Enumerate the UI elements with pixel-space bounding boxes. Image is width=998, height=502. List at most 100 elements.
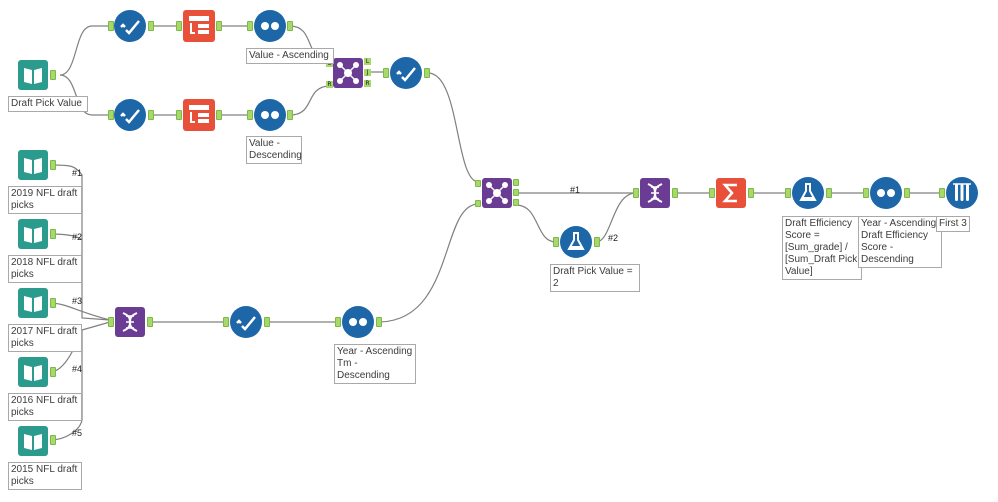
input-anchor[interactable] xyxy=(247,21,253,31)
label-year-tm-sort: Year - Ascending Tm - Descending xyxy=(334,344,416,384)
sort-tool-value-ascending[interactable] xyxy=(254,10,286,42)
input-anchor[interactable] xyxy=(108,317,114,327)
label-value-ascending: Value - Ascending xyxy=(246,48,334,64)
join-icon xyxy=(333,58,363,88)
label-value-descending: Value - Descending xyxy=(246,136,302,164)
output-anchor[interactable] xyxy=(147,317,153,327)
wire-label-union-2: #2 xyxy=(72,232,83,242)
output-anchor[interactable] xyxy=(376,317,382,327)
select-tool-lower[interactable] xyxy=(114,99,146,131)
input-anchor[interactable] xyxy=(223,317,229,327)
input-anchor[interactable] xyxy=(633,188,639,198)
join-right-input-port[interactable]: R xyxy=(326,81,333,88)
input-anchor[interactable] xyxy=(335,317,341,327)
record-id-icon xyxy=(183,10,215,42)
formula-tool-efficiency[interactable] xyxy=(792,177,824,209)
select-tool-upper[interactable] xyxy=(114,10,146,42)
input-anchor[interactable] xyxy=(553,237,559,247)
output-anchor[interactable] xyxy=(424,68,430,78)
input-anchor[interactable] xyxy=(939,188,945,198)
input-tool-2018[interactable] xyxy=(18,219,48,249)
wire xyxy=(427,72,479,183)
label-2016-picks: 2016 NFL draft picks xyxy=(8,393,82,421)
output-anchor[interactable] xyxy=(148,110,154,120)
join-join-output-anchor[interactable] xyxy=(513,189,519,196)
join-tool-upper[interactable] xyxy=(333,58,363,88)
output-anchor[interactable] xyxy=(50,70,56,80)
output-anchor[interactable] xyxy=(287,110,293,120)
sort-tool-value-descending[interactable] xyxy=(254,99,286,131)
output-anchor[interactable] xyxy=(50,160,56,170)
sigma-icon xyxy=(716,178,746,208)
book-icon xyxy=(18,150,48,180)
input-anchor[interactable] xyxy=(247,110,253,120)
book-icon xyxy=(18,426,48,456)
wire xyxy=(377,203,479,323)
join-join-output-port[interactable]: J xyxy=(364,69,371,76)
checkmark-icon xyxy=(230,306,262,338)
input-anchor[interactable] xyxy=(863,188,869,198)
output-anchor[interactable] xyxy=(50,367,56,377)
output-anchor[interactable] xyxy=(264,317,270,327)
join-left-output-port[interactable]: L xyxy=(364,58,371,65)
input-tool-2016[interactable] xyxy=(18,357,48,387)
output-anchor[interactable] xyxy=(748,188,754,198)
union-tool-right[interactable] xyxy=(640,178,670,208)
output-anchor[interactable] xyxy=(216,110,222,120)
input-anchor[interactable] xyxy=(108,21,114,31)
output-anchor[interactable] xyxy=(216,21,222,31)
join-right-input-anchor[interactable] xyxy=(475,200,481,207)
input-tool-2019[interactable] xyxy=(18,150,48,180)
output-anchor[interactable] xyxy=(672,188,678,198)
test-tubes-icon xyxy=(946,177,978,209)
wire-label-join-1: #1 xyxy=(570,185,581,195)
join-left-input-anchor[interactable] xyxy=(475,180,481,187)
output-anchor[interactable] xyxy=(148,21,154,31)
join-tool-lower[interactable] xyxy=(482,178,512,208)
output-anchor[interactable] xyxy=(287,21,293,31)
output-anchor[interactable] xyxy=(50,435,56,445)
wire xyxy=(289,85,329,116)
wire-label-join-2: #2 xyxy=(608,233,619,243)
label-2019-picks: 2019 NFL draft picks xyxy=(8,186,82,214)
book-icon xyxy=(18,60,48,90)
output-anchor[interactable] xyxy=(904,188,910,198)
sample-tool-first-3[interactable] xyxy=(946,177,978,209)
input-tool-2015[interactable] xyxy=(18,426,48,456)
label-2017-picks: 2017 NFL draft picks xyxy=(8,324,82,352)
label-draft-pick-value: Draft Pick Value xyxy=(8,96,88,112)
union-tool[interactable] xyxy=(115,307,145,337)
label-2015-picks: 2015 NFL draft picks xyxy=(8,462,82,490)
label-first-3: First 3 xyxy=(936,216,970,232)
record-id-tool-lower[interactable] xyxy=(183,99,215,131)
input-anchor[interactable] xyxy=(709,188,715,198)
input-anchor[interactable] xyxy=(108,110,114,120)
output-anchor[interactable] xyxy=(826,188,832,198)
summarize-tool[interactable] xyxy=(716,178,746,208)
input-anchor[interactable] xyxy=(176,110,182,120)
output-anchor[interactable] xyxy=(50,229,56,239)
sort-tool-year-efficiency[interactable] xyxy=(870,177,902,209)
checkmark-icon xyxy=(114,10,146,42)
join-icon xyxy=(482,178,512,208)
input-tool-2017[interactable] xyxy=(18,288,48,318)
input-anchor[interactable] xyxy=(785,188,791,198)
join-right-output-anchor[interactable] xyxy=(513,199,519,206)
input-tool-draft-pick-value[interactable] xyxy=(18,60,48,90)
record-id-icon xyxy=(183,99,215,131)
output-anchor[interactable] xyxy=(50,298,56,308)
checkmark-icon xyxy=(114,99,146,131)
join-left-output-anchor[interactable] xyxy=(513,179,519,186)
output-anchor[interactable] xyxy=(594,237,600,247)
filter-tool-draft-pick-value[interactable] xyxy=(560,226,592,258)
record-id-tool-upper[interactable] xyxy=(183,10,215,42)
wire xyxy=(515,204,557,243)
sort-tool-year-tm[interactable] xyxy=(342,306,374,338)
dna-icon xyxy=(115,307,145,337)
select-tool-after-union[interactable] xyxy=(230,306,262,338)
input-anchor[interactable] xyxy=(176,21,182,31)
join-right-output-port[interactable]: R xyxy=(364,80,371,87)
select-tool-after-join[interactable] xyxy=(390,57,422,89)
input-anchor[interactable] xyxy=(383,68,389,78)
